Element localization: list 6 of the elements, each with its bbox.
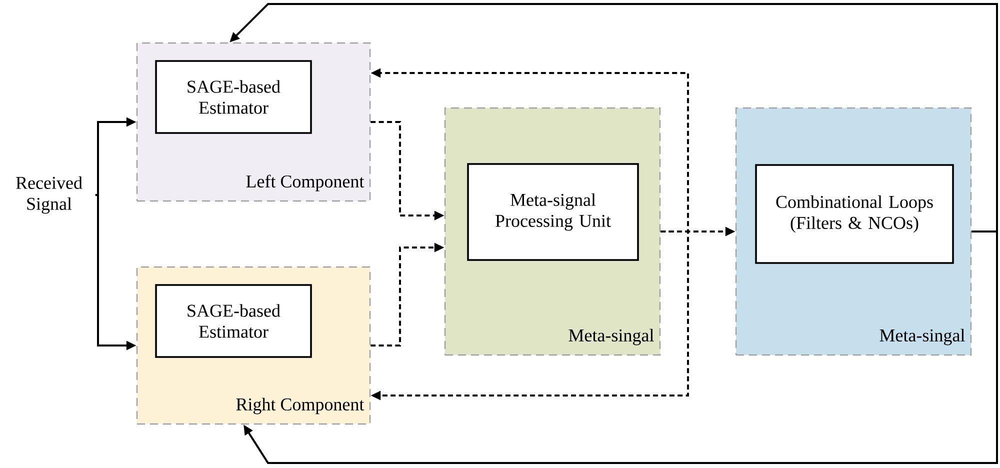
process-box: Combinational Loops (Filters & NCOs)	[755, 164, 954, 264]
signal-label: Received Signal	[16, 176, 82, 214]
process-box: SAGE-based Estimator	[155, 284, 312, 358]
arrow	[244, 230, 998, 464]
process-box: Meta-signal Processing Unit	[467, 163, 639, 261]
process-box: SAGE-based Estimator	[155, 60, 312, 134]
